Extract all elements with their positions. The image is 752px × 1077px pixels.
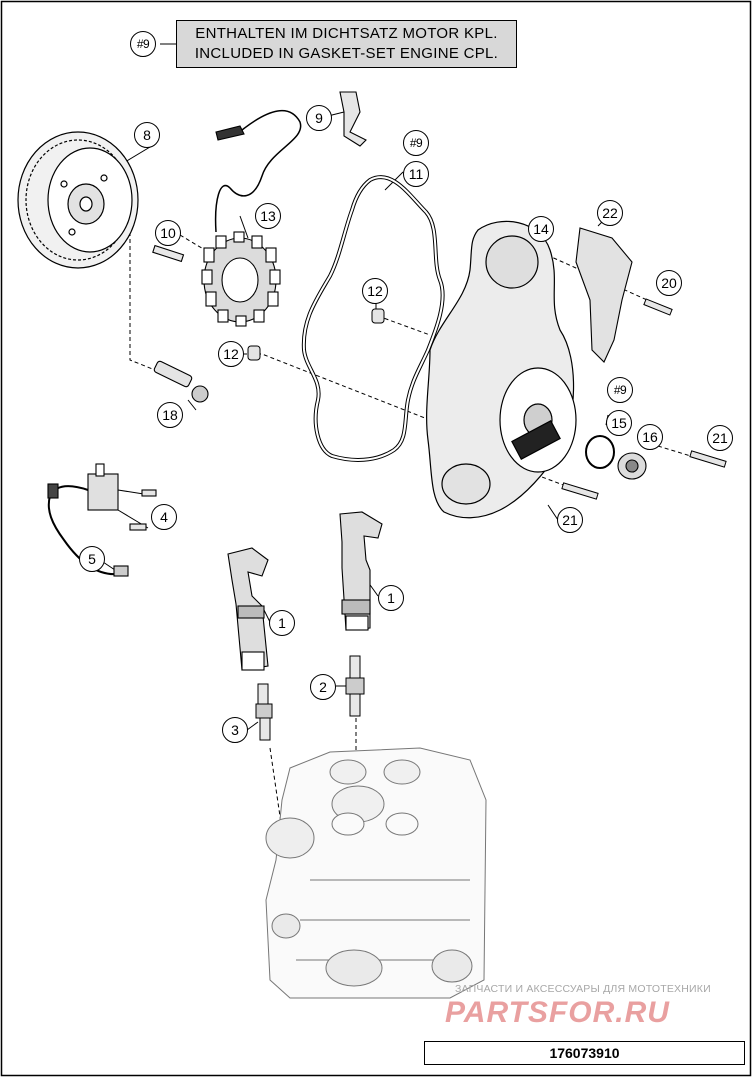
callout-14: 14	[528, 216, 554, 242]
callout-3: 3	[222, 717, 248, 743]
o-ring-part	[585, 435, 615, 469]
leader-lines	[94, 43, 721, 831]
callout-5: 5	[79, 546, 105, 572]
callout-12-upper: 12	[362, 278, 388, 304]
callout-1-left: 1	[269, 610, 295, 636]
callout-8: 8	[134, 122, 160, 148]
callout-11: 11	[403, 161, 429, 187]
watermark-logo: PARTSFOR.RU	[445, 996, 670, 1029]
bolt-parts	[561, 298, 727, 500]
spark-plug-part	[255, 655, 365, 741]
callout-22: 22	[597, 200, 623, 226]
callout-20: 20	[656, 270, 682, 296]
flywheel-part	[17, 131, 139, 269]
callout-9-oring: #9	[607, 377, 633, 403]
callout-13: 13	[255, 203, 281, 229]
callout-4: 4	[151, 504, 177, 530]
gasket-set-note: ENTHALTEN IM DICHTSATZ MOTOR KPL. INCLUD…	[176, 20, 517, 68]
callout-21-lower: 21	[557, 507, 583, 533]
watermark-text: ЗАПЧАСТИ И АКСЕССУАРЫ ДЛЯ МОТОТЕХНИКИ	[455, 983, 711, 995]
clip-part	[339, 91, 367, 147]
cylinder-head-part	[265, 747, 487, 999]
ignition-coil-part	[227, 547, 269, 671]
stator-part	[152, 109, 302, 327]
callout-16: 16	[637, 424, 663, 450]
callout-15: 15	[606, 410, 632, 436]
callout-9-note: #9	[130, 31, 156, 57]
callout-10: 10	[155, 220, 181, 246]
callout-18: 18	[157, 402, 183, 428]
callout-12-lower: 12	[218, 341, 244, 367]
note-line-en: INCLUDED IN GASKET-SET ENGINE CPL.	[194, 45, 499, 62]
callout-21-right: 21	[707, 425, 733, 451]
generator-cover-part	[426, 220, 577, 519]
dowel-part	[371, 308, 385, 324]
bracket-part	[575, 227, 633, 363]
ignition-coil-part	[339, 511, 383, 631]
plug-part	[617, 452, 647, 480]
callout-2: 2	[310, 674, 336, 700]
note-line-de: ENTHALTEN IM DICHTSATZ MOTOR KPL.	[195, 25, 498, 42]
callout-9-gasket: #9	[403, 130, 429, 156]
callout-1-right: 1	[378, 585, 404, 611]
flywheel-bolt-part	[153, 360, 209, 403]
callout-9: 9	[306, 105, 332, 131]
diagram-code: 176073910	[424, 1041, 745, 1065]
dowel-part	[247, 345, 261, 361]
